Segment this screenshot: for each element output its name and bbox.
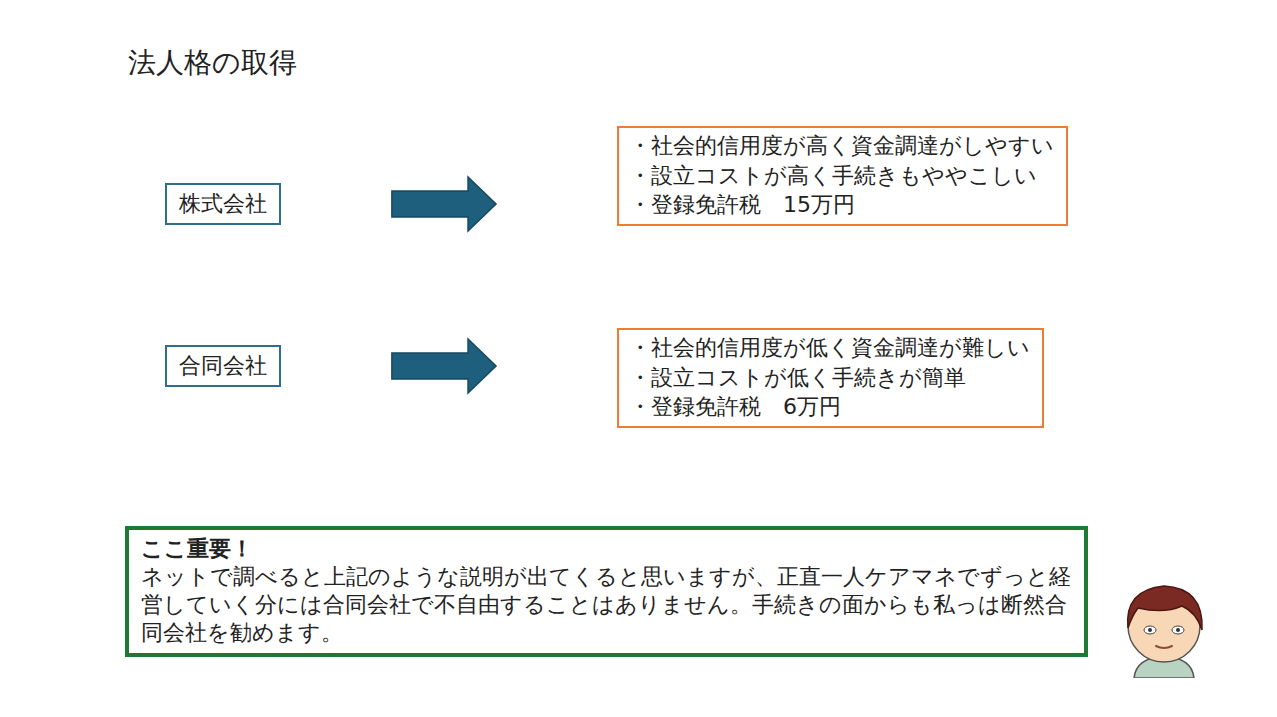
block-arrow-shape	[392, 177, 496, 231]
company-type-label: 株式会社	[179, 190, 267, 218]
feature-line: ・設立コストが高く手続きもややこしい	[629, 161, 1054, 191]
note-body: ネットで調べると上記のような説明が出てくると思いますが、正直一人ケアマネでずっと…	[141, 563, 1074, 647]
note-box: ここ重要！ネットで調べると上記のような説明が出てくると思いますが、正直一人ケアマ…	[125, 526, 1088, 657]
feature-box: ・社会的信用度が低く資金調達が難しい・設立コストが低く手続きが簡単・登録免許税 …	[617, 328, 1044, 428]
feature-line: ・設立コストが低く手続きが簡単	[629, 363, 1030, 393]
company-type-box: 合同会社	[165, 345, 281, 387]
person-illustration	[1112, 578, 1216, 678]
note-heading: ここ重要！	[141, 535, 1074, 563]
block-arrow-shape	[392, 339, 496, 393]
block-arrow	[392, 177, 496, 231]
feature-line: ・登録免許税 15万円	[629, 190, 1054, 220]
block-arrow	[392, 339, 496, 393]
feature-line: ・登録免許税 6万円	[629, 392, 1030, 422]
company-type-box: 株式会社	[165, 183, 281, 225]
feature-line: ・社会的信用度が高く資金調達がしやすい	[629, 131, 1054, 161]
company-type-label: 合同会社	[179, 352, 267, 380]
feature-box: ・社会的信用度が高く資金調達がしやすい・設立コストが高く手続きもややこしい・登録…	[617, 126, 1068, 226]
slide-title: 法人格の取得	[128, 44, 297, 82]
feature-line: ・社会的信用度が低く資金調達が難しい	[629, 333, 1030, 363]
